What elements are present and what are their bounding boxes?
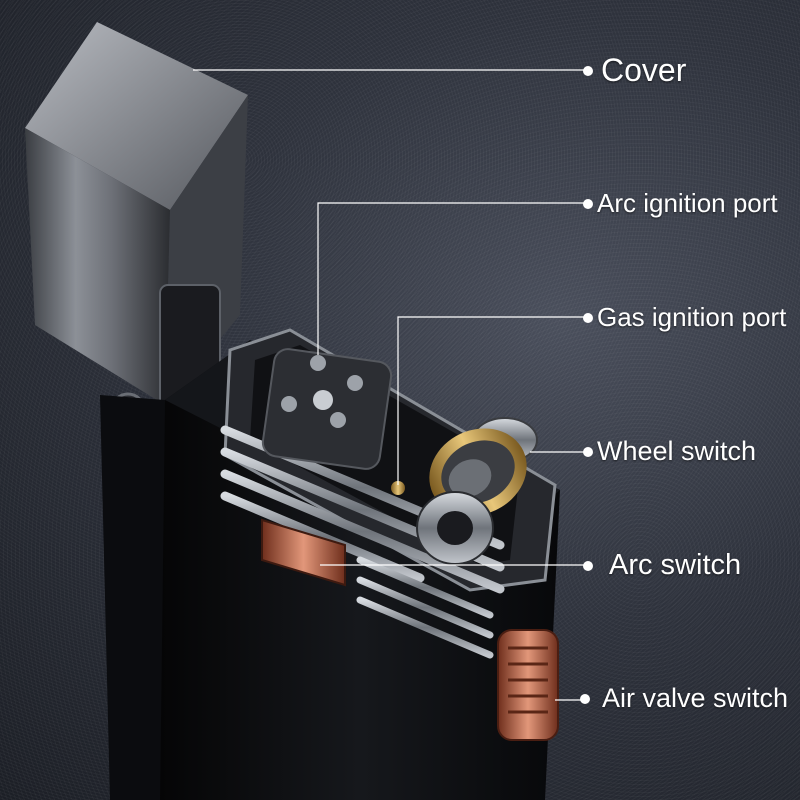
air-valve-switch-label: Air valve switch [580, 683, 788, 714]
arc-port-callout-line [317, 202, 588, 355]
arc-switch-label: Arc switch [583, 549, 741, 582]
arc-switch-label-text: Arc switch [609, 549, 742, 581]
gas-port-callout-line [397, 316, 588, 485]
callout-dot [583, 198, 593, 209]
wheel-switch-label: Wheel switch [583, 436, 756, 467]
wheel-switch-label-text: Wheel switch [597, 436, 757, 466]
gas-ignition-port-label-text: Gas ignition port [597, 302, 787, 332]
cover-lid [25, 22, 248, 405]
gas-port-nozzle [391, 481, 405, 495]
callout-dot [583, 65, 593, 76]
arc-ignition-port-label: Arc ignition port [583, 188, 778, 219]
arc-ignition-port-label-text: Arc ignition port [597, 188, 778, 218]
cover-label: Cover [583, 52, 686, 89]
wheel-switch [416, 417, 538, 565]
arc-switch-button [261, 518, 346, 587]
arc-ignition-head [261, 348, 393, 470]
callout-lines [193, 69, 588, 701]
callout-dot [583, 446, 593, 457]
air-valve-knob [497, 629, 559, 741]
callout-dot [580, 693, 590, 704]
callout-dot [583, 560, 593, 571]
air-valve-switch-label-text: Air valve switch [602, 683, 789, 713]
gas-ignition-port-label: Gas ignition port [583, 302, 786, 333]
cover-label-text: Cover [601, 52, 687, 88]
callout-dot [583, 312, 593, 323]
